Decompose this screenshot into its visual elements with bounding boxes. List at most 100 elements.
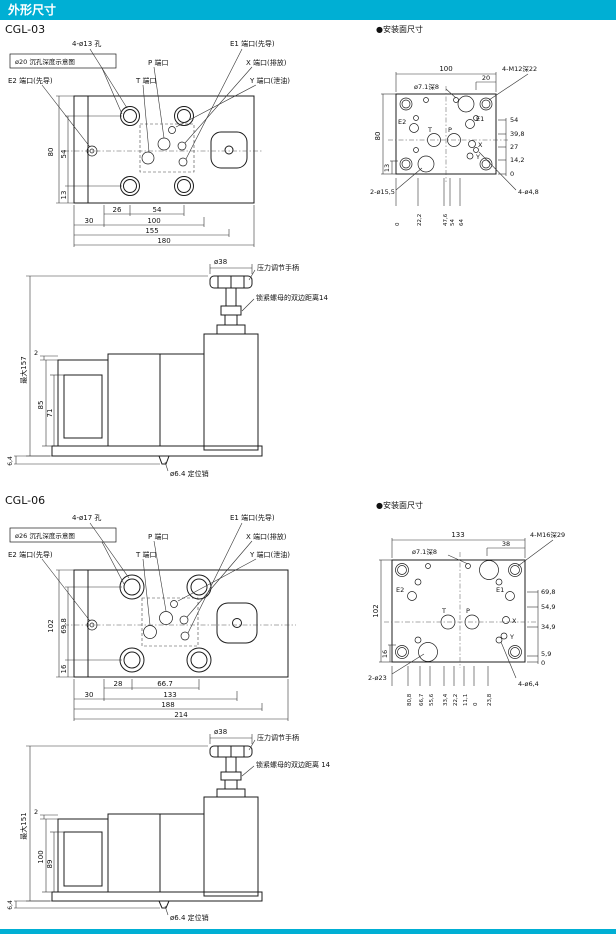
cgl06-callout-holes: 4-ø17 孔 — [72, 514, 101, 522]
cgl03-mount-dim-edge: 20 — [482, 74, 490, 82]
cgl06-mount-port-x: X — [512, 617, 517, 625]
cgl03-mount-dim-margin: 13 — [383, 164, 391, 172]
cgl03-mount-holes — [399, 95, 493, 173]
cgl06-mount-view: ●安装面尺寸 E2 T P E1 X Y — [368, 500, 565, 706]
cgl03-plan-dim-b: 54 — [153, 206, 162, 214]
cgl03-callout-x: X 端口(排放) — [246, 58, 287, 67]
cgl03-side-handle-label: 压力调节手柄 — [257, 263, 299, 272]
cgl06-plan-view: 4-ø17 孔 ø26 沉孔深度示意图 E1 端口(先导) P 端口 X 端口(… — [8, 513, 296, 721]
cgl06-callout-e1: E1 端口(先导) — [230, 513, 275, 522]
cgl03-mount-drain-holes: 4-ø4,8 — [518, 188, 539, 196]
cgl03-side-leaders — [164, 269, 256, 472]
cgl03-callout-cbore-box — [9, 53, 117, 69]
cgl03-mount-rdim-0: 54 — [510, 116, 518, 124]
cgl06-side-dim-pin-h: 6,4 — [7, 900, 14, 910]
cgl06-plan-dim-holev: 69.8 — [60, 618, 68, 634]
cgl03-callout-e1: E1 端口(先导) — [230, 39, 275, 48]
cgl03-side-view: ø38 压力调节手柄 锁紧螺母的双边距离14 最大157 2 85 71 6,4… — [7, 258, 328, 478]
cgl06-plan-leader-lines — [41, 522, 257, 634]
cgl06-mount-dim-edge: 38 — [502, 540, 510, 548]
cgl06-plan-dim-e: 188 — [161, 701, 174, 709]
section-title: 外形尺寸 — [8, 3, 57, 17]
cgl06-plan-ports — [86, 600, 190, 641]
cgl03-plan-dim-lines — [56, 95, 255, 247]
cgl03-mount-bdim-3: 54 — [450, 219, 456, 226]
cgl06-plan-dim-lines — [56, 569, 289, 721]
cgl06-plan-body — [73, 569, 289, 678]
cgl03-side-max-height: 最大157 — [19, 356, 28, 383]
cgl06-mount-rdim-4: 0 — [541, 659, 545, 667]
cgl06-mount-pilot-hole: ø7.1深8 — [412, 547, 437, 556]
cgl06-callout-y: Y 端口(泄油) — [249, 550, 290, 559]
cgl03-mount-pilot-hole: ø7.1深8 — [414, 82, 439, 91]
cgl06-side-dim-body: 100 — [37, 850, 45, 863]
cgl03-callout-e2: E2 端口(先导) — [8, 76, 53, 85]
cgl06-side-dim-inner: 89 — [46, 860, 54, 869]
cgl06-side-pin-label: ø6.4 定位销 — [170, 913, 209, 922]
cgl03-mount-bdim-1: 22,2 — [417, 214, 423, 226]
cgl03-plan-dim-holev: 54 — [60, 149, 68, 158]
cgl03-side-dim-body: 85 — [37, 401, 45, 410]
cgl03-plan-ports — [86, 126, 188, 167]
cgl06-mount-bdim-7: 23,8 — [487, 693, 493, 706]
cgl03-plan-dim-d: 100 — [147, 217, 160, 225]
cgl06-side-leaders — [164, 739, 256, 916]
cgl03-mount-view: ●安装面尺寸 E2 T P E1 X Y — [370, 24, 539, 226]
cgl06-mount-port-e2: E2 — [396, 586, 404, 594]
cgl06-mount-holes — [395, 560, 522, 662]
cgl03-side-pin-label: ø6.4 定位销 — [170, 469, 209, 478]
cgl03-side-locknut-label: 锁紧螺母的双边距离14 — [256, 293, 328, 302]
cgl03-plan-dim-c: 30 — [85, 217, 94, 225]
cgl06-callout-cbore: ø26 沉孔深度示意图 — [15, 531, 75, 540]
cgl06-mount-tap: 4-M16深29 — [530, 530, 565, 539]
cgl06-mount-outline — [391, 559, 526, 663]
cgl03-mount-rdim-3: 14,2 — [510, 156, 524, 164]
cgl03-mount-dim-lines — [381, 72, 507, 206]
cgl03-callout-holes: 4-ø13 孔 — [72, 40, 101, 48]
cgl06-mount-bdim-6: 0 — [473, 702, 479, 706]
cgl03-plan-dim-e: 155 — [145, 227, 158, 235]
cgl03-mount-tap: 4-M12深22 — [502, 64, 537, 73]
cgl03-side-dim-pin-h: 6,4 — [7, 456, 14, 466]
cgl06-callout-p: P 端口 — [148, 532, 168, 541]
cgl06-mount-bdim-1: 66,7 — [419, 693, 425, 706]
cgl06-mount-port-t: T — [441, 607, 446, 615]
cgl03-mount-port-x: X — [478, 141, 483, 149]
cgl06-mount-bdim-4: 22,2 — [453, 694, 459, 706]
cgl03-mount-port-y: Y — [475, 153, 480, 161]
cgl03-mount-dim-width: 100 — [439, 65, 452, 73]
cgl03-callout-t: T 端口 — [135, 76, 157, 85]
cgl06-side-knob-dia: ø38 — [214, 728, 227, 736]
cgl03-plan-body — [73, 95, 255, 204]
model-label-cgl03: CGL-03 — [5, 23, 46, 36]
cgl03-mount-pin-holes: 2-ø15,5 — [370, 188, 395, 196]
cgl06-mount-bdim-3: 33,4 — [443, 693, 449, 706]
cgl03-side-dim-inner: 71 — [46, 409, 54, 418]
cgl03-mount-bdim-0: 0 — [395, 222, 401, 226]
cgl03-mount-bdim-4: 64 — [459, 219, 465, 226]
cgl03-plan-leader-lines — [41, 48, 257, 160]
cgl06-mount-rdim-1: 54,9 — [541, 603, 555, 611]
cgl06-plan-dim-b: 66.7 — [157, 680, 173, 688]
cgl03-plan-dim-margin: 13 — [60, 191, 68, 200]
cgl06-mount-leaders — [391, 539, 554, 679]
cgl06-mount-dim-width: 133 — [451, 531, 464, 539]
cgl03-mount-port-e2: E2 — [398, 118, 406, 126]
section-header-bar: 外形尺寸 — [0, 0, 616, 20]
cgl03-side-dim-step: 2 — [34, 349, 38, 357]
cgl06-side-handle-label: 压力调节手柄 — [257, 733, 299, 742]
cgl06-mount-pin-holes: 2-ø23 — [368, 674, 387, 682]
cgl03-callout-y: Y 端口(泄油) — [249, 76, 290, 85]
cgl06-mount-rdim-2: 34,9 — [541, 623, 555, 631]
cgl06-plan-dim-a: 28 — [114, 680, 123, 688]
cgl06-mount-bdim-0: 80,8 — [407, 693, 413, 706]
cgl06-side-locknut-label: 锁紧螺母的双边距离 14 — [256, 760, 331, 769]
cgl06-plan-port-zone — [141, 597, 199, 647]
cgl03-plan-dim-f: 180 — [157, 237, 170, 245]
cgl06-mount-bdim-2: 55,6 — [429, 693, 435, 706]
cgl03-plan-dim-a: 26 — [113, 206, 122, 214]
cgl03-side-dim-lines — [14, 264, 253, 465]
cgl06-mount-bdim-5: 11,1 — [463, 694, 469, 706]
cgl06-plan-dim-c: 30 — [85, 691, 94, 699]
cgl06-plan-dim-f: 214 — [174, 711, 188, 719]
